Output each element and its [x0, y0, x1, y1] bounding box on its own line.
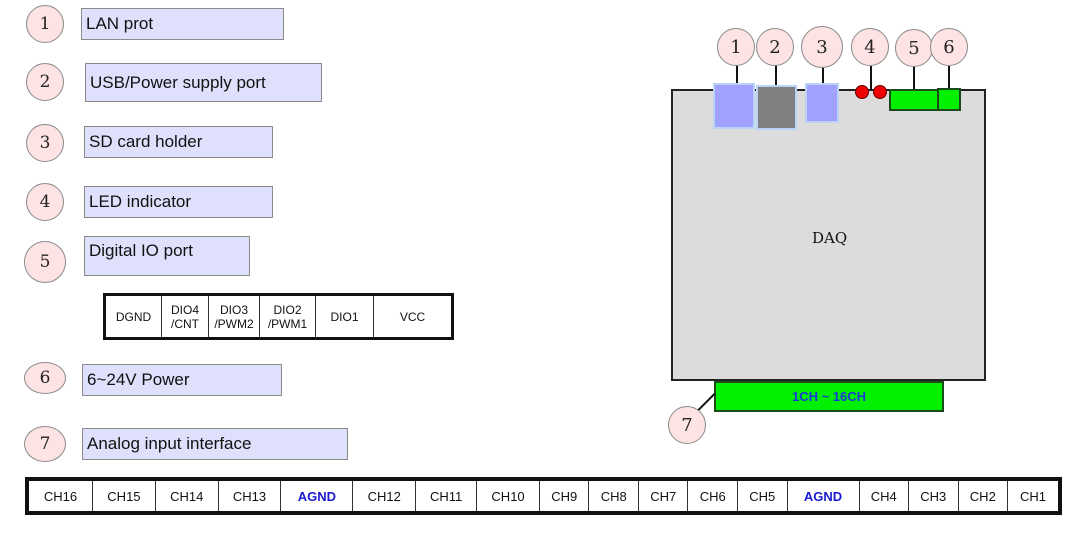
board-callout-7: 7 — [668, 406, 706, 444]
pin-dio1: DIO1 — [315, 294, 374, 339]
led-indicator-2 — [873, 85, 887, 99]
daq-board — [671, 89, 986, 381]
callout-4: 4 — [26, 183, 64, 221]
callout-line-1 — [736, 64, 738, 86]
lan-port — [713, 83, 755, 129]
callout-7: 7 — [24, 426, 66, 462]
callout-line-6 — [948, 66, 950, 90]
channel-cell: CH14 — [154, 478, 219, 514]
callout-2: 2 — [26, 63, 64, 101]
board-label: DAQ — [812, 229, 848, 247]
pin-dio3: DIO3/PWM2 — [208, 294, 260, 339]
board-callout-6: 6 — [930, 28, 968, 66]
legend-label-dio: Digital IO port — [84, 236, 250, 276]
channel-cell-agnd: AGND — [786, 478, 860, 514]
channel-cell: CH8 — [588, 478, 639, 514]
legend-label-analog: Analog input interface — [82, 428, 348, 460]
legend-label-sd: SD card holder — [84, 126, 273, 158]
channel-cell: CH7 — [637, 478, 689, 514]
callout-6: 6 — [24, 362, 66, 394]
channel-cell: CH6 — [687, 478, 738, 514]
callout-line-3 — [822, 66, 824, 86]
channel-cell: CH16 — [26, 478, 94, 514]
sd-card-holder — [805, 83, 839, 123]
legend-label-power: 6~24V Power — [82, 364, 282, 396]
usb-power-port — [756, 85, 797, 130]
callout-line-2 — [775, 64, 777, 86]
digital-io-port — [889, 89, 939, 111]
channel-cell: CH9 — [538, 478, 590, 514]
channel-cell: CH13 — [217, 478, 282, 514]
power-terminal — [937, 88, 961, 111]
board-callout-4: 4 — [851, 28, 889, 66]
channel-cell: CH11 — [415, 478, 478, 514]
callout-3: 3 — [26, 124, 64, 162]
led-indicator-1 — [855, 85, 869, 99]
pin-dio4: DIO4/CNT — [161, 294, 209, 339]
pin-vcc: VCC — [373, 294, 453, 339]
pin-dgnd: DGND — [104, 294, 162, 339]
channel-cell: CH4 — [858, 478, 910, 514]
channel-cell: CH12 — [352, 478, 417, 514]
digital-io-pinout: DGND DIO4/CNT DIO3/PWM2 DIO2/PWM1 DIO1 V… — [103, 293, 454, 340]
board-callout-1: 1 — [717, 28, 755, 66]
analog-input-port: 1CH ~ 16CH — [714, 381, 944, 412]
channel-cell: CH5 — [737, 478, 788, 514]
callout-1: 1 — [26, 5, 64, 43]
callout-line-4 — [870, 66, 872, 90]
board-callout-3: 3 — [801, 26, 843, 68]
board-callout-5: 5 — [895, 29, 933, 67]
channel-cell-agnd: AGND — [280, 478, 354, 514]
channel-cell: CH15 — [92, 478, 156, 514]
board-callout-2: 2 — [756, 28, 794, 66]
pin-dio2: DIO2/PWM1 — [259, 294, 316, 339]
callout-line-5 — [913, 66, 915, 90]
legend-label-led: LED indicator — [84, 186, 273, 218]
channel-cell: CH3 — [908, 478, 959, 514]
legend-label-lan: LAN prot — [81, 8, 284, 40]
callout-5: 5 — [24, 241, 66, 283]
channel-cell: CH2 — [957, 478, 1009, 514]
legend-label-usb: USB/Power supply port — [85, 63, 322, 102]
channel-cell: CH1 — [1007, 478, 1061, 514]
channel-cell: CH10 — [476, 478, 540, 514]
